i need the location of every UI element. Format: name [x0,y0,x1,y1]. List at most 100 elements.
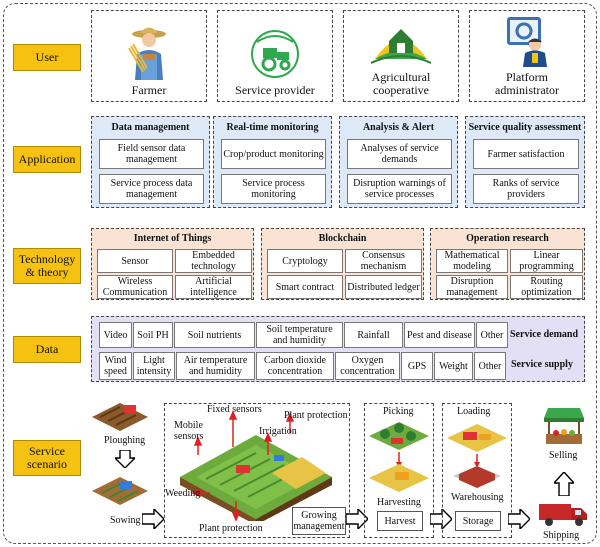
tech-item-line: mechanism [360,261,407,272]
row-label-technology: Technology & theory [13,248,81,284]
tech-item: Cryptology [267,249,343,273]
app-item-crop-monitoring: Crop/product monitoring [221,139,326,169]
tech-item-line: Linear [533,250,560,261]
storage-label-text: Storage [462,515,494,527]
loading-label: Loading [457,406,491,417]
farmer-icon [128,27,166,80]
weeding-label: Weeding [165,488,201,499]
sowing-to-growing-arrow [141,507,165,534]
app-group-service-quality: Service quality assessment Farmer satisf… [465,116,585,208]
shipping-label: Shipping [543,530,580,541]
app-group-title: Analysis & Alert [362,122,435,133]
data-item-line: Soil nutrients [187,329,242,341]
supply-data-item: Other [474,352,506,380]
demand-data-item: Rainfall [344,322,403,348]
app-item-provider-ranks: Ranks of service providers [473,174,579,204]
data-item-line: Wind [104,355,127,366]
row-label-data: Data [13,336,81,363]
app-item-line: service processes [364,189,435,200]
demand-data-item: Soil PH [133,322,173,348]
delivery-truck-icon [539,504,587,526]
harvest-label: Harvest [377,511,423,531]
demand-data-item: Other [476,322,508,348]
data-item-line: Pest and disease [407,329,472,341]
tech-item-line: Sensor [121,255,149,267]
tech-item-line: optimization [521,287,572,298]
app-group-title: Real-time monitoring [226,122,319,133]
tech-item-line: management [446,287,498,298]
tech-item-line: Distributed ledger [347,281,420,293]
harvest-illustration [369,422,429,492]
picking-label: Picking [383,406,414,417]
row-label-user-text: User [35,50,59,64]
user-administrator-label-line2: administrator [495,83,559,97]
supply-data-item: GPS [401,352,433,380]
app-group-title: Data management [111,122,190,133]
service-demand-label: Service demand [510,329,579,340]
data-item-line: Other [478,360,502,372]
tech-item: Sensor [97,249,173,273]
app-group-title: Service quality assessment [468,122,582,133]
row-label-technology-line1: Technology [18,252,76,266]
user-farmer-label: Farmer [131,83,167,97]
data-item-line: speed [104,366,127,377]
row-label-technology-line2: & theory [25,265,69,279]
row-label-application-text: Application [18,152,76,166]
app-item-service-process-data: Service process data management [99,174,204,204]
app-item-line: providers [507,189,545,200]
app-group-data-management: Data management Field sensor data manage… [91,116,210,208]
data-item-line: Light [143,355,165,366]
tech-item-line: Wireless [117,276,153,287]
data-item-line: intensity [136,366,172,377]
demand-data-item: Video [99,322,132,348]
tech-item-line: Disruption [450,276,494,287]
plant-protection-bottom-label: Plant protection [199,523,263,534]
app-item-disruption-warnings: Disruption warnings of service processes [347,174,452,204]
growing-management-label: Growing management [292,507,346,535]
tech-group-title: Operation research [466,233,549,244]
user-card-administrator: Platform administrator [469,10,585,102]
tech-item-line: Embedded [192,250,235,261]
user-administrator-label-line1: Platform [506,70,548,84]
user-cooperative-label-line2: cooperative [373,83,429,97]
data-item-line: Soil PH [137,329,169,341]
selling-label: Selling [549,450,578,461]
tech-item-line: Cryptology [282,255,328,267]
service-supply-label: Service supply [511,359,573,370]
data-item-line: and humidity [188,366,243,377]
farm-house-icon [371,29,431,64]
tech-item-line: Artificial [195,276,232,287]
row-label-data-text: Data [35,342,59,356]
harvesting-label: Harvesting [377,497,421,508]
app-item-line: Service process data [110,178,193,189]
app-item-line: monitoring [251,189,296,200]
data-item-line: Rainfall [357,329,390,341]
supply-data-item: Weight [434,352,473,380]
tech-item-line: programming [519,261,574,272]
data-panel: Video Soil PH Soil nutrients Soil temper… [91,316,585,382]
tech-item-line: Smart contract [275,281,335,293]
data-item-line: Other [480,329,504,341]
user-card-farmer: Farmer [91,10,207,102]
market-stall-icon [544,408,584,444]
demand-data-item: Soil nutrients [174,322,255,348]
ploughing-to-sowing-arrow [113,449,137,473]
row-label-user: User [13,44,81,71]
data-item-line: Soil temperature [266,324,333,335]
diagram-frame [3,3,597,544]
growing-management-line2: management [293,521,345,532]
warehousing-label: Warehousing [451,492,504,503]
app-item-line: management [125,189,178,200]
field-illustration [176,425,336,525]
